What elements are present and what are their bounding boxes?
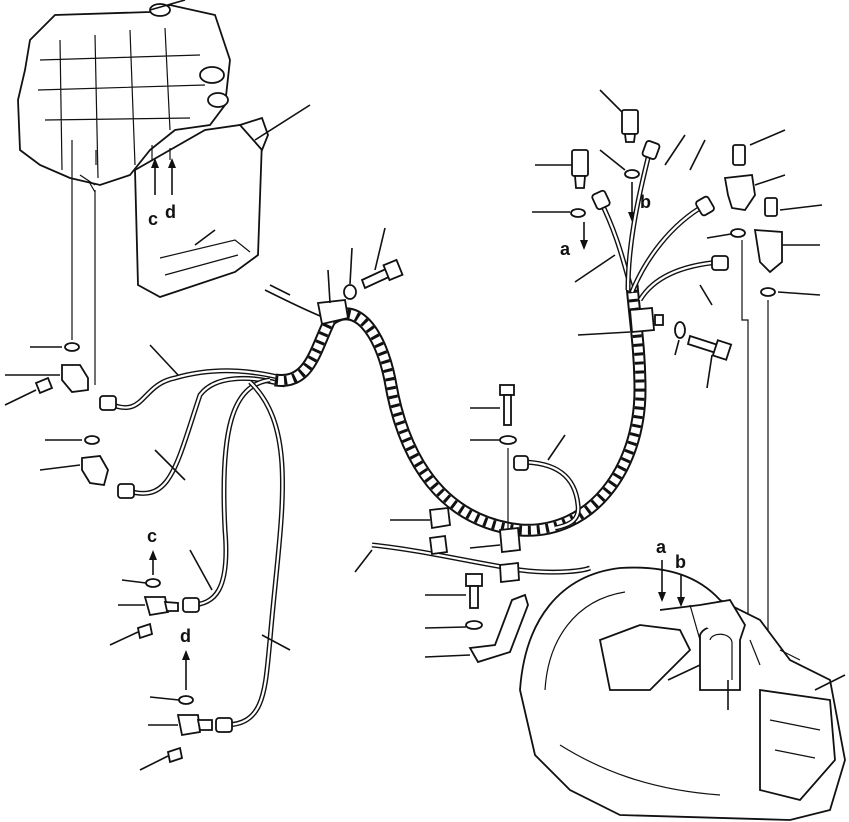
arrow-d-lower: d	[180, 626, 191, 690]
plug-lower-d	[139, 746, 184, 771]
tee-fitting-lower-c	[118, 596, 179, 617]
transmission-housing	[519, 566, 846, 821]
o-ring-left-2	[45, 435, 100, 445]
o-ring-right-4	[760, 287, 821, 297]
arrow-a-upper: a	[560, 222, 588, 259]
o-ring-lower-c	[121, 578, 161, 588]
bolt-center	[470, 384, 515, 426]
svg-text:d: d	[165, 202, 176, 222]
harness-clamp-right	[629, 307, 664, 333]
o-ring-right-3	[706, 228, 746, 239]
o-ring-lower-d	[149, 695, 194, 705]
plug-left-1	[4, 376, 54, 406]
plug-lower-c	[109, 622, 154, 646]
bolt-lower	[425, 573, 483, 609]
elbow-fitting-right-1	[723, 174, 786, 211]
o-ring-right-2	[532, 208, 586, 218]
bolt-upper	[360, 227, 404, 290]
elbow-fitting-right-2	[753, 229, 820, 274]
hose-right-3	[629, 139, 715, 293]
valve-cover-plate	[134, 104, 311, 298]
nipple-fitting-right	[764, 197, 823, 217]
svg-text:c: c	[147, 526, 157, 546]
elbow-fitting-left-2	[39, 455, 109, 487]
svg-text:a: a	[656, 537, 667, 557]
hose-right-2	[625, 134, 686, 291]
washer-right	[674, 321, 686, 356]
hose-left-3	[182, 377, 271, 613]
arrow-a-transmission: a	[656, 537, 667, 602]
hose-left-1	[99, 368, 291, 411]
washer-upper	[343, 247, 357, 300]
washer-lower	[424, 620, 483, 630]
hose-left-2	[117, 375, 286, 499]
svg-text:b: b	[640, 192, 651, 212]
o-ring-right-1	[599, 149, 640, 179]
arrow-c-lower: c	[147, 526, 157, 575]
svg-text:c: c	[148, 209, 158, 229]
arrow-b-transmission: b	[675, 552, 686, 607]
elbow-fitting-left-1	[5, 364, 89, 393]
washer-center	[470, 435, 517, 445]
clamp-center-1	[390, 507, 451, 530]
svg-text:a: a	[560, 239, 571, 259]
o-ring-left-1	[30, 342, 80, 352]
lower-tube	[354, 534, 591, 583]
control-valve-block	[17, 0, 231, 186]
hose-right-4	[637, 255, 729, 306]
nipple-fitting-top	[732, 129, 786, 166]
bolt-right	[686, 334, 733, 389]
svg-text:d: d	[180, 626, 191, 646]
sensor-fitting-top-2	[535, 149, 589, 189]
arrow-c-upper: c	[148, 158, 159, 229]
breather-tube	[264, 289, 326, 319]
svg-text:b: b	[675, 552, 686, 572]
tee-fitting-lower-d	[148, 714, 213, 737]
hose-left-4	[215, 380, 285, 733]
clamp-center-2	[469, 527, 521, 553]
arrow-d-upper: d	[165, 158, 176, 222]
bracket-lower	[424, 593, 529, 664]
sensor-fitting-top-1	[599, 89, 639, 143]
side-hose-center	[513, 434, 581, 531]
harness-bracket-upper	[316, 269, 350, 326]
